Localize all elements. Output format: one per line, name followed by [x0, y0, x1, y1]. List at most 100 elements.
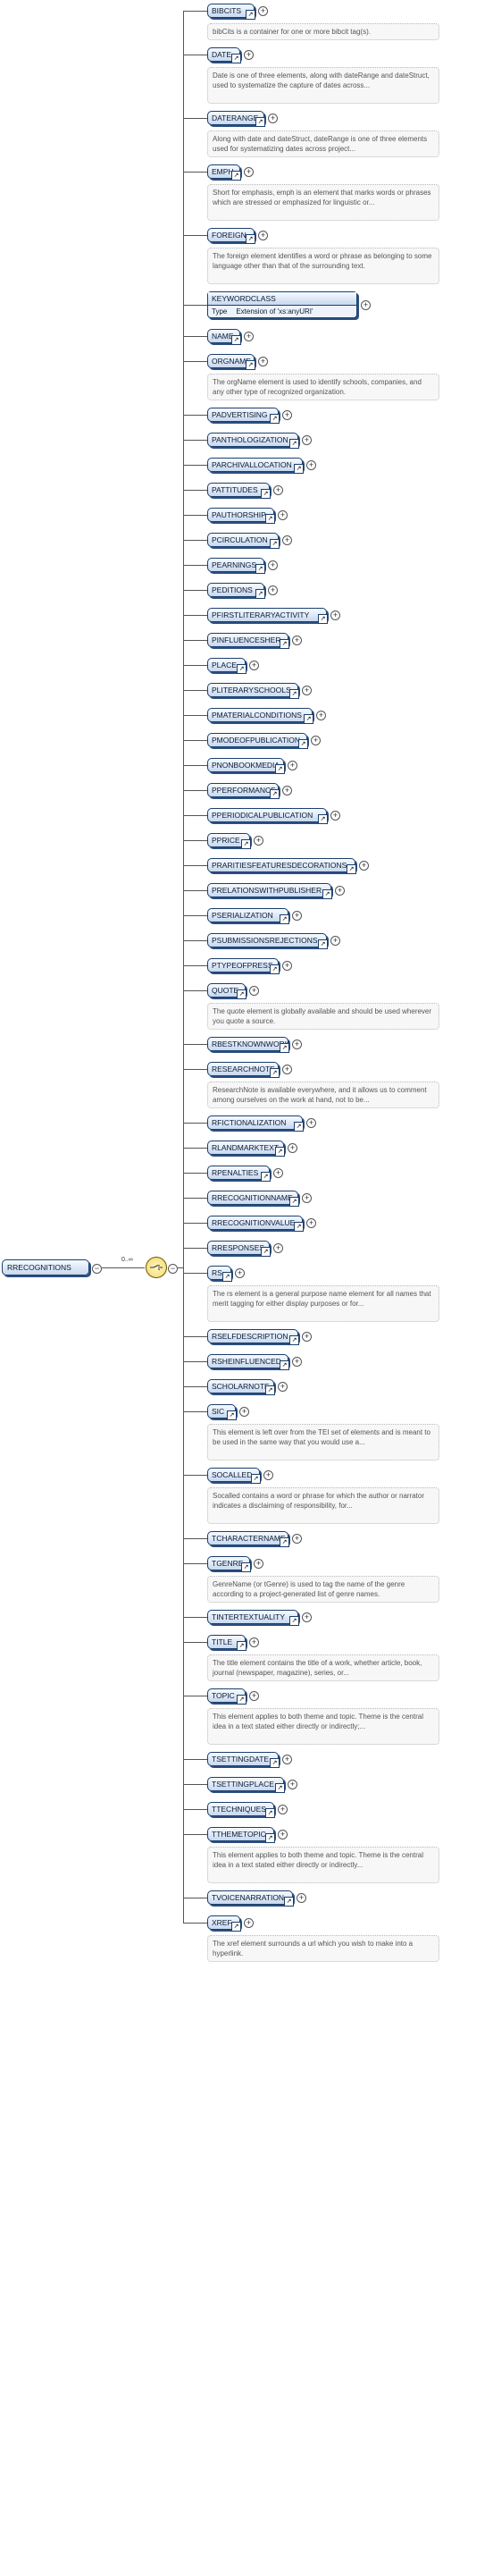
expand-icon[interactable]: +: [292, 1040, 302, 1049]
element-tsettingplace[interactable]: TSETTINGPLACE↗: [207, 1777, 285, 1793]
expand-icon[interactable]: +: [306, 460, 316, 470]
expand-icon[interactable]: +: [311, 736, 321, 745]
element-pearnings[interactable]: PEARNINGS↗: [207, 558, 265, 574]
expand-icon[interactable]: +: [302, 1612, 312, 1622]
element-bibcits[interactable]: BIBCITS↗: [207, 4, 255, 20]
element-panthologization[interactable]: PANTHOLOGIZATION↗: [207, 433, 299, 449]
element-rrecognitionvalue[interactable]: RRECOGNITIONVALUE↗: [207, 1216, 304, 1232]
expand-icon[interactable]: +: [302, 686, 312, 695]
element-socalled[interactable]: SOCALLED↗: [207, 1468, 261, 1484]
element-psubmissionsrejections[interactable]: PSUBMISSIONSREJECTIONS↗: [207, 933, 328, 949]
expand-icon[interactable]: +: [268, 560, 278, 570]
expand-icon[interactable]: +: [282, 410, 292, 420]
expand-icon[interactable]: +: [258, 6, 268, 16]
expand-icon[interactable]: +: [292, 636, 302, 645]
expand-icon[interactable]: +: [278, 1805, 288, 1814]
element-pmodeofpublication[interactable]: PMODEOFPUBLICATION↗: [207, 733, 308, 749]
element-tgenre[interactable]: TGENRE↗: [207, 1556, 251, 1572]
element-ptypeofpress[interactable]: PTYPEOFPRESS↗: [207, 958, 280, 974]
root-element-rrecognitions[interactable]: RRECOGNITIONS: [2, 1259, 89, 1275]
element-foreign[interactable]: FOREIGN↗: [207, 228, 255, 244]
expand-icon[interactable]: +: [244, 1918, 254, 1928]
element-rrecognitionname[interactable]: RRECOGNITIONNAME↗: [207, 1191, 299, 1207]
element-rresponses[interactable]: RRESPONSES↗: [207, 1241, 271, 1257]
expand-icon[interactable]: +: [292, 1534, 302, 1544]
expand-icon[interactable]: +: [254, 836, 263, 846]
expand-icon[interactable]: +: [288, 1780, 297, 1789]
expand-icon[interactable]: +: [297, 1893, 306, 1903]
expand-icon[interactable]: +: [306, 1118, 316, 1128]
expand-icon[interactable]: +: [330, 936, 340, 946]
element-peditions[interactable]: PEDITIONS↗: [207, 583, 265, 599]
element-rlandmarktext[interactable]: RLANDMARKTEXT↗: [207, 1141, 285, 1157]
expand-icon[interactable]: +: [282, 786, 292, 796]
element-rpenalties[interactable]: RPENALTIES↗: [207, 1166, 271, 1182]
expand-icon[interactable]: +: [282, 535, 292, 545]
element-rfictionalization[interactable]: RFICTIONALIZATION↗: [207, 1115, 304, 1132]
expand-icon[interactable]: +: [278, 1830, 288, 1839]
expand-icon[interactable]: +: [302, 1193, 312, 1203]
element-sic[interactable]: SIC↗: [207, 1404, 237, 1420]
expand-icon[interactable]: +: [268, 114, 278, 123]
element-parchivallocation[interactable]: PARCHIVALLOCATION↗: [207, 458, 304, 474]
element-pnonbookmedia[interactable]: PNONBOOKMEDIA↗: [207, 758, 285, 774]
element-orgname[interactable]: ORGNAME↗: [207, 354, 255, 370]
expand-icon[interactable]: +: [316, 711, 326, 720]
element-pserialization[interactable]: PSERIALIZATION↗: [207, 908, 289, 924]
element-name[interactable]: NAME↗: [207, 329, 241, 345]
element-pprice[interactable]: PPRICE↗: [207, 833, 251, 849]
expand-icon[interactable]: +: [268, 585, 278, 595]
element-quote[interactable]: QUOTE↗: [207, 983, 246, 999]
element-praritiesfeaturesdecorations[interactable]: PRARITIESFEATURESDECORATIONS↗: [207, 858, 356, 874]
element-place[interactable]: PLACE↗: [207, 658, 246, 674]
element-rs[interactable]: RS↗: [207, 1266, 232, 1282]
expand-icon[interactable]: +: [244, 332, 254, 341]
expand-icon[interactable]: +: [249, 661, 259, 670]
element-daterange[interactable]: DATERANGE↗: [207, 111, 265, 127]
expand-icon[interactable]: +: [239, 1407, 249, 1417]
expand-icon[interactable]: +: [258, 357, 268, 366]
element-ttechniques[interactable]: TTECHNIQUES↗: [207, 1802, 275, 1818]
expand-icon[interactable]: +: [273, 1168, 283, 1178]
expand-icon[interactable]: +: [249, 1637, 259, 1647]
element-tthemetopic[interactable]: TTHEMETOPIC↗: [207, 1827, 275, 1843]
element-topic[interactable]: TOPIC↗: [207, 1688, 246, 1705]
expand-icon[interactable]: +: [330, 811, 340, 821]
element-date[interactable]: DATE↗: [207, 47, 241, 63]
expand-icon[interactable]: +: [292, 1357, 302, 1367]
expand-icon[interactable]: +: [273, 485, 283, 495]
element-pperiodicalpublication[interactable]: PPERIODICALPUBLICATION↗: [207, 808, 328, 824]
expand-icon[interactable]: +: [249, 1691, 259, 1701]
element-xref[interactable]: XREF↗: [207, 1915, 241, 1932]
expand-icon[interactable]: +: [288, 1143, 297, 1153]
expand-icon[interactable]: +: [244, 167, 254, 177]
element-pinfluencesher[interactable]: PINFLUENCESHER↗: [207, 633, 289, 649]
element-emph[interactable]: EMPH↗: [207, 164, 241, 181]
expand-icon[interactable]: +: [335, 886, 345, 896]
expand-icon[interactable]: +: [273, 1243, 283, 1253]
expand-icon[interactable]: +: [282, 1755, 292, 1764]
expand-icon[interactable]: +: [282, 1065, 292, 1074]
expand-icon[interactable]: +: [288, 761, 297, 770]
element-pperformance[interactable]: PPERFORMANCE↗: [207, 783, 280, 799]
expand-icon[interactable]: +: [278, 510, 288, 520]
element-tcharactername[interactable]: TCHARACTERNAME↗: [207, 1531, 289, 1547]
expand-icon[interactable]: +: [244, 50, 254, 60]
expand-icon[interactable]: +: [302, 1332, 312, 1342]
expand-icon[interactable]: +: [278, 1382, 288, 1392]
element-tintertextuality[interactable]: TINTERTEXTUALITY↗: [207, 1610, 299, 1626]
choice-collapse-icon[interactable]: −: [168, 1264, 178, 1274]
expand-icon[interactable]: +: [249, 986, 259, 996]
element-researchnote[interactable]: RESEARCHNOTE↗: [207, 1062, 280, 1078]
element-padvertising[interactable]: PADVERTISING↗: [207, 408, 280, 424]
element-tsettingdate[interactable]: TSETTINGDATE↗: [207, 1752, 280, 1768]
element-pmaterialconditions[interactable]: PMATERIALCONDITIONS↗: [207, 708, 313, 724]
element-pauthorship[interactable]: PAUTHORSHIP↗: [207, 508, 275, 524]
expand-icon[interactable]: +: [361, 300, 371, 310]
expand-icon[interactable]: +: [330, 610, 340, 620]
element-pcirculation[interactable]: PCIRCULATION↗: [207, 533, 280, 549]
element-rbestknownwork[interactable]: RBESTKNOWNWORK↗: [207, 1037, 289, 1053]
expand-icon[interactable]: +: [302, 435, 312, 445]
element-tvoicenarration[interactable]: TVOICENARRATION↗: [207, 1890, 294, 1907]
